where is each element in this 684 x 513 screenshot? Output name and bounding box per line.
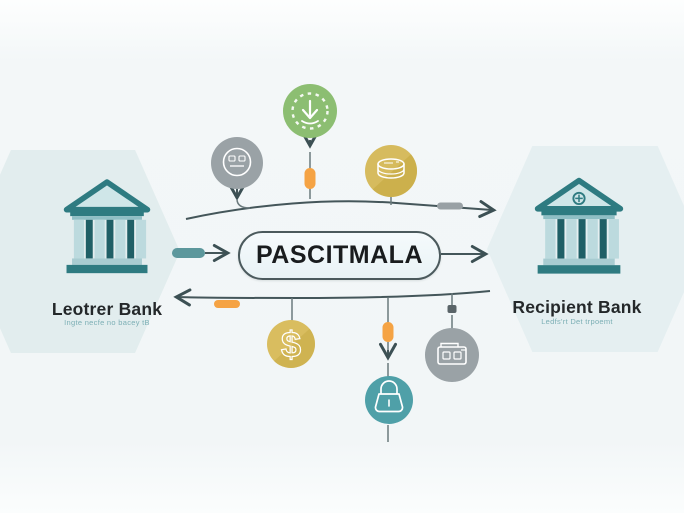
left-bank-name: Leotrer Bank [51, 299, 163, 319]
padlock-icon [365, 376, 413, 424]
wallet-icon [425, 328, 479, 382]
arrow-bottom-right-to-left [173, 288, 491, 307]
plug-icon [447, 305, 457, 313]
id-badge-icon [211, 137, 263, 189]
right-bank-building-icon [534, 177, 624, 274]
dollar-glyph: $ [281, 324, 301, 365]
dollar-icon: $ [267, 320, 315, 368]
central-network-node: PASCITMALA [238, 231, 441, 280]
right-bank-name: Recipient Bank [512, 297, 642, 317]
central-network-label: PASCITMALA [255, 241, 424, 269]
download-icon [283, 84, 337, 138]
left-bank-building-icon [63, 179, 151, 274]
coin-stack-icon [365, 145, 417, 197]
teal-capsule-middle [172, 248, 205, 258]
right-bank-subtitle: Ledfs'rt Det trpoemt [541, 317, 613, 326]
left-bank-subtitle: Ingte necfe no bacey tB [64, 318, 150, 327]
orange-capsule-bottom-left [214, 300, 240, 308]
connector-id-badge-elbow [236, 198, 251, 209]
gray-capsule-top [437, 202, 463, 210]
bank-emblem-icon [572, 191, 586, 206]
orange-capsule-top [304, 168, 316, 189]
orange-capsule-padlock [382, 322, 394, 342]
